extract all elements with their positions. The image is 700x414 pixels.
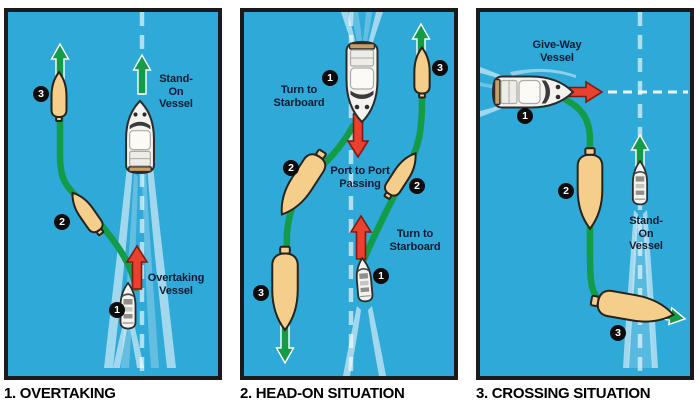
overtaking-boat-position-3 xyxy=(50,71,68,122)
overtaking-boat-position-2 xyxy=(65,187,109,240)
stand-on-vessel-boat xyxy=(125,100,155,174)
turn-to-starboard-bottom-label: Turn to Starboard xyxy=(389,228,441,253)
stand-on-vessel-label: Stand-On Vessel xyxy=(629,215,663,252)
right-boat-position-3 xyxy=(413,46,431,99)
step-badge-3: 3 xyxy=(610,325,626,341)
step-badge-2-right: 2 xyxy=(409,178,425,194)
stand-on-vessel-label: Stand-On Vessel xyxy=(159,73,193,110)
panel-crossing: Give-Way Vessel Stand-On Vessel 1 2 3 xyxy=(476,8,694,380)
overtaking-vessel-wake xyxy=(113,324,144,368)
crossing-drawing xyxy=(480,12,688,376)
stand-on-course-arrow xyxy=(132,54,152,95)
port-to-port-label: Port to Port Passing xyxy=(330,165,390,190)
overtaking-drawing xyxy=(50,12,176,376)
give-way-vessel-label: Give-Way Vessel xyxy=(532,39,582,64)
step-badge-1: 1 xyxy=(517,108,533,124)
give-way-course-path xyxy=(562,96,606,306)
overtaking-vessel-label: Overtaking Vessel xyxy=(147,272,205,297)
stand-on-vessel-boat xyxy=(632,160,648,206)
head-on-drawing xyxy=(270,12,431,376)
give-way-boat-position-3 xyxy=(587,286,678,329)
step-badge-2: 2 xyxy=(54,214,70,230)
step-badge-3-right: 3 xyxy=(432,60,448,76)
panel-head-on: Turn to Starboard Port to Port Passing T… xyxy=(240,8,458,380)
caption-crossing: 3. CROSSING SITUATION xyxy=(476,385,651,402)
bottom-vessel-boat xyxy=(354,256,374,303)
left-boat-position-2 xyxy=(270,144,334,223)
step-badge-3: 3 xyxy=(33,86,49,102)
turn-to-starboard-top-label: Turn to Starboard xyxy=(273,84,325,109)
left-boat-position-3 xyxy=(270,245,300,332)
top-vessel-wake xyxy=(341,12,383,48)
bottom-vessel-wake xyxy=(343,306,386,376)
step-badge-1: 1 xyxy=(109,302,125,318)
give-way-vessel-boat xyxy=(492,75,574,109)
step-badge-3-left: 3 xyxy=(253,285,269,301)
step-badge-1-bottom: 1 xyxy=(373,268,389,284)
step-badge-1-top: 1 xyxy=(322,70,338,86)
caption-head-on: 2. HEAD-ON SITUATION xyxy=(240,385,405,402)
panel-overtaking: Stand-On Vessel Overtaking Vessel 1 2 3 xyxy=(4,8,222,380)
step-badge-2-left: 2 xyxy=(283,160,299,176)
give-way-boat-position-2 xyxy=(576,146,604,231)
stand-on-vessel-wake xyxy=(623,210,658,368)
step-badge-2: 2 xyxy=(558,183,574,199)
caption-overtaking: 1. OVERTAKING xyxy=(4,385,116,402)
